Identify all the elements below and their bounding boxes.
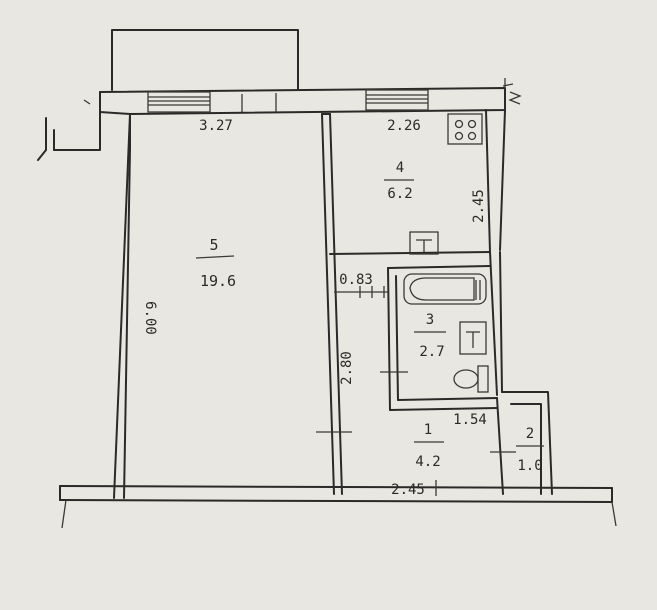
bottom-wall (59, 485, 617, 529)
dim-bath-offset: 0.83 (339, 272, 373, 288)
balcony (111, 29, 299, 91)
stove-icon (447, 113, 483, 145)
partition-room5 (316, 113, 352, 495)
dim-bath-width: 1.54 (453, 412, 487, 428)
room-5-area: 19.6 (200, 272, 236, 290)
top-wall-piers (83, 93, 277, 112)
bathroom (329, 251, 498, 411)
kitchen-sink-icon (409, 231, 439, 255)
room-2-area: 1.0 (517, 458, 542, 474)
window-room4 (365, 89, 429, 111)
room-1-number: 1 (424, 422, 432, 438)
room-4-number: 4 (396, 160, 404, 176)
room-3-label: 3 2.7 (414, 312, 446, 360)
hall-partitions (435, 397, 516, 496)
dim-hall-partition: 2.80 (339, 351, 355, 385)
outer-walls (37, 78, 553, 499)
dim-room5-width: 3.27 (199, 118, 233, 134)
room-3-area: 2.7 (419, 344, 444, 360)
toilet-icon (453, 365, 489, 393)
dim-room5-length: 6.00 (142, 301, 158, 335)
room-2-number: 2 (526, 426, 534, 442)
room-1-label: 1 4.2 (414, 422, 444, 470)
sink-icon (459, 321, 487, 355)
room-4-area: 6.2 (387, 186, 412, 202)
dim-hall-width: 2.45 (391, 482, 425, 498)
room-2-label: 2 1.0 (516, 426, 544, 474)
bathtub-icon (403, 273, 487, 305)
room-3-number: 3 (426, 312, 434, 328)
window-room5 (147, 91, 211, 113)
room-1-area: 4.2 (415, 454, 440, 470)
room-4-label: 4 6.2 (384, 160, 414, 202)
dim-room4-depth: 2.45 (471, 189, 487, 223)
room-5-label: 5 19.6 (195, 236, 236, 290)
room-5-number: 5 (209, 236, 218, 254)
dim-room4-width: 2.26 (387, 118, 421, 134)
